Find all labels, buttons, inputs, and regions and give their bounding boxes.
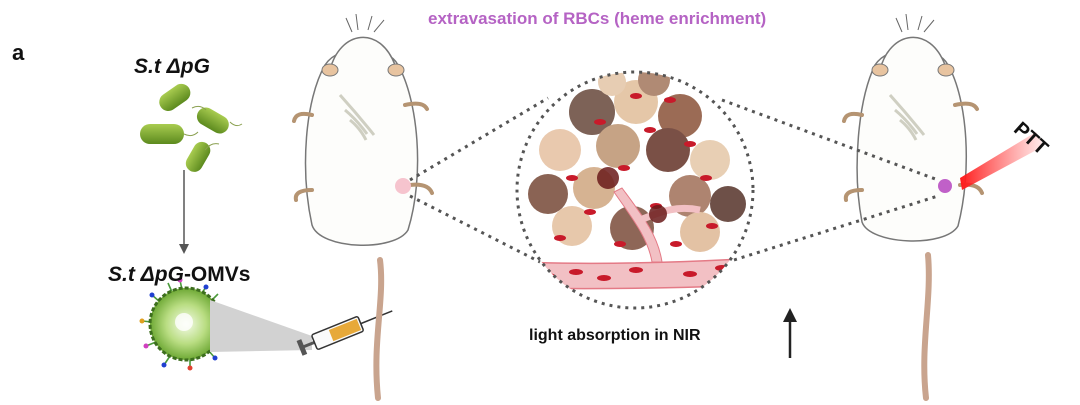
mouse-icon — [842, 13, 984, 401]
process-arrow — [179, 170, 189, 254]
omv-suffix-text: -OMVs — [183, 263, 251, 286]
syringe-icon — [296, 310, 393, 356]
tumor-spot — [395, 178, 411, 194]
omv-vesicle-icon — [139, 277, 231, 371]
panel-label: a — [12, 40, 25, 65]
magnification-cone — [210, 300, 312, 352]
bacteria-rods-icon — [140, 83, 243, 172]
omv-strain-text: S.t ΔpG — [108, 263, 184, 286]
extravasation-caption: extravasation of RBCs (heme enrichment) — [428, 9, 767, 28]
up-arrow-icon — [783, 308, 797, 358]
omv-label: S.t ΔpG-OMVs — [108, 263, 250, 287]
absorption-label: light absorption in NIR — [529, 327, 701, 344]
zoom-lines — [409, 96, 939, 264]
bacteria-strain-label: S.t ΔpG — [134, 55, 210, 78]
mouse-icon — [292, 13, 434, 401]
tumor-spot — [938, 179, 952, 193]
laser-beam-icon — [960, 132, 1044, 190]
tumor-blood-vessel-icon — [515, 70, 755, 310]
